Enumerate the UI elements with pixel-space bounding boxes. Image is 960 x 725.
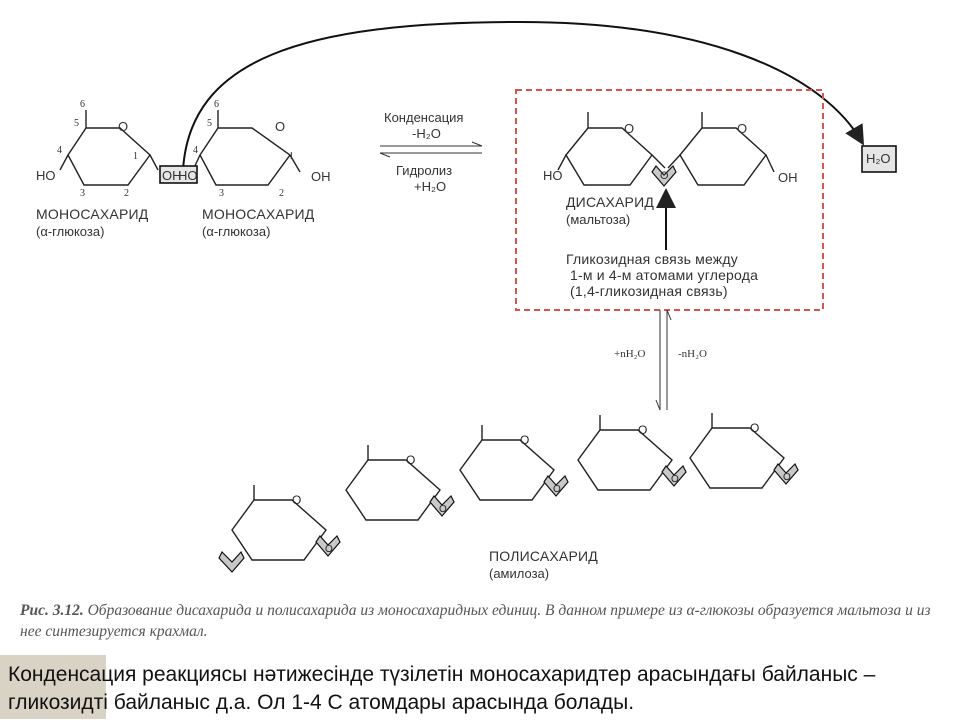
disaccharide-sublabel: (мальтоза) bbox=[566, 212, 631, 227]
amylose-bridge-oxygen bbox=[543, 474, 569, 497]
amylose-ring-oxygen: O bbox=[520, 433, 529, 447]
amylose-ring-oxygen: O bbox=[638, 423, 647, 437]
bond-note-line2: 1-м и 4-м атомами углерода bbox=[570, 267, 759, 283]
summary-note-text: Конденсация реакциясы нәтижесінде түзіле… bbox=[8, 663, 876, 714]
amylose-bridge-oxygen-label: O bbox=[439, 504, 447, 515]
amylose-ring-oxygen: O bbox=[406, 453, 415, 467]
condensation-water: -H₂O bbox=[412, 126, 441, 141]
dehydration-label: -nH₂O bbox=[678, 348, 707, 360]
maltose-oh-label: OH bbox=[778, 170, 798, 185]
maltose-rings bbox=[557, 112, 775, 186]
amylose-bridge-oxygen-label: O bbox=[553, 484, 561, 495]
disaccharide-label: ДИСАХАРИД bbox=[566, 194, 655, 210]
right-c1: 1 bbox=[289, 151, 294, 162]
polymerization-arrows bbox=[655, 309, 672, 411]
figure-number: Рис. 3.12. bbox=[20, 602, 84, 619]
water-label: H₂O bbox=[866, 151, 891, 166]
amylose-ring bbox=[459, 439, 555, 501]
condensing-hydroxyls-box bbox=[159, 165, 198, 184]
figure-caption-text: Образование дисахарида и полисахарида из… bbox=[20, 602, 931, 640]
left-c2: 2 bbox=[124, 188, 129, 199]
right-c4: 4 bbox=[193, 145, 198, 156]
right-mono-sublabel: (α-глюкоза) bbox=[202, 224, 271, 239]
amylose-bridge-oxygen-label: O bbox=[783, 472, 791, 483]
condensation-label: Конденсация bbox=[384, 110, 464, 125]
amylose-ring bbox=[345, 459, 441, 521]
left-c1: 1 bbox=[133, 151, 138, 162]
water-release-arrow bbox=[182, 20, 865, 171]
hydration-label: +nH₂O bbox=[614, 348, 646, 360]
bond-note-line3: (1,4-гликозидная связь) bbox=[570, 283, 728, 299]
left-ho-label: HO bbox=[36, 168, 56, 183]
maltose-ring-o-left: O bbox=[624, 121, 635, 136]
bond-note-line1: Гликозидная связь между bbox=[566, 251, 738, 267]
right-c5: 5 bbox=[207, 118, 212, 129]
hydrolysis-water: +H₂O bbox=[414, 179, 447, 194]
amylose-bridge-oxygen bbox=[315, 534, 341, 557]
left-c4: 4 bbox=[57, 145, 62, 156]
left-glucose-ring bbox=[59, 110, 159, 186]
right-oh-label: OH bbox=[311, 169, 331, 184]
amylose-ring-oxygen: O bbox=[750, 421, 759, 435]
amylose-ring bbox=[231, 499, 327, 561]
right-ring-oxygen: O bbox=[275, 119, 286, 134]
left-c5: 5 bbox=[74, 118, 79, 129]
polysaccharide-label: ПОЛИСАХАРИД bbox=[489, 548, 598, 564]
amylose-bridge-oxygen-label: O bbox=[671, 474, 679, 485]
right-c3: 3 bbox=[219, 188, 224, 199]
maltose-bridge-oxygen bbox=[651, 164, 677, 187]
maltose-bridge-o: O bbox=[660, 170, 669, 182]
left-c6: 6 bbox=[80, 99, 85, 110]
amylose-ring bbox=[689, 427, 785, 489]
equilibrium-arrows bbox=[379, 141, 483, 158]
disaccharide-frame bbox=[515, 89, 824, 311]
maltose-ring-o-right: O bbox=[737, 121, 748, 136]
amylose-ring bbox=[577, 429, 673, 491]
left-mono-sublabel: (α-глюкоза) bbox=[36, 224, 105, 239]
figure-caption: Рис. 3.12. Образование дисахарида и поли… bbox=[20, 600, 940, 642]
right-c2: 2 bbox=[279, 188, 284, 199]
right-c6: 6 bbox=[214, 99, 219, 110]
water-box bbox=[861, 145, 897, 173]
left-c3: 3 bbox=[80, 188, 85, 199]
polysaccharide-sublabel: (амилоза) bbox=[489, 566, 550, 581]
amylose-bridge-oxygen bbox=[773, 462, 799, 485]
amylose-bridge-oxygen bbox=[661, 464, 687, 487]
right-mono-label: МОНОСАХАРИД bbox=[202, 206, 315, 222]
amylose-bridge-oxygen-label: O bbox=[325, 544, 333, 555]
amylose-chain: O O O O O O O O O O bbox=[218, 413, 799, 573]
amylose-bridge-oxygen bbox=[429, 494, 455, 517]
amylose-ring-oxygen: O bbox=[292, 493, 301, 507]
summary-note: Конденсация реакциясы нәтижесінде түзіле… bbox=[0, 655, 896, 725]
hydrolysis-label: Гидролиз bbox=[396, 163, 453, 178]
right-ho-label: HO bbox=[178, 168, 198, 183]
maltose-ho-label: HO bbox=[543, 168, 563, 183]
left-oh-label: OH bbox=[162, 168, 182, 183]
amylose-end-oxygen bbox=[218, 550, 245, 573]
left-ring-oxygen: O bbox=[118, 119, 129, 134]
left-mono-label: МОНОСАХАРИД bbox=[36, 206, 149, 222]
